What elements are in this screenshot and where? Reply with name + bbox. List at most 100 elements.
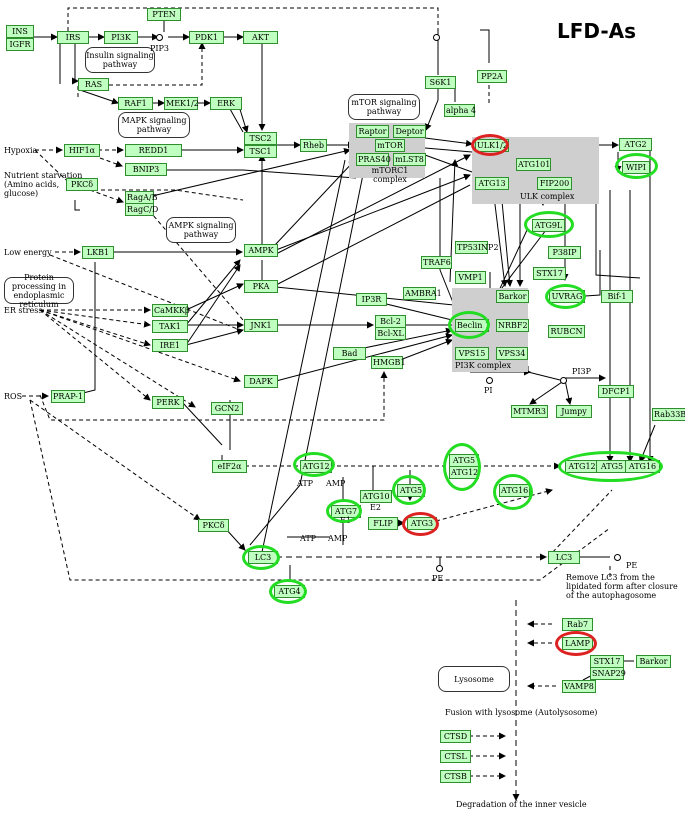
atg9l-green-highlight — [524, 211, 574, 238]
gene-tp53inp2[interactable]: TP53INP2 — [455, 241, 499, 254]
gene-rubcn[interactable]: RUBCN — [548, 325, 585, 338]
gene-ins[interactable]: INS — [6, 25, 34, 38]
pi3p-label: PI3P — [572, 367, 592, 376]
gene-rab7[interactable]: Rab7 — [562, 618, 593, 631]
insulin-pathway-link[interactable]: Insulin signaling pathway — [85, 47, 155, 73]
gene-pkcd-top[interactable]: PKCδ — [66, 178, 98, 191]
lysosome-link[interactable]: Lysosome — [438, 666, 510, 692]
atg4-green-highlight — [269, 579, 307, 604]
gene-fip200[interactable]: FIP200 — [537, 177, 572, 190]
gene-tsc2[interactable]: TSC2 — [244, 132, 277, 145]
gene-dapk[interactable]: DAPK — [244, 375, 278, 388]
pe-label-1: PE — [432, 574, 444, 583]
gene-hmgb1[interactable]: HMGB1 — [371, 356, 406, 369]
pi3k-complex-label: PI3K complex — [455, 361, 511, 370]
gene-barkor[interactable]: Barkor — [496, 290, 529, 303]
gene-deptor[interactable]: Deptor — [393, 125, 426, 138]
pe-compound-2 — [614, 554, 621, 561]
lamp-red-highlight — [555, 631, 597, 656]
gene-alpha4[interactable]: alpha 4 — [444, 104, 477, 117]
beclin1-green-highlight — [448, 311, 490, 339]
gene-mtmr3[interactable]: MTMR3 — [511, 405, 548, 418]
protein-processing-link[interactable]: Protein processing in endoplasmic reticu… — [4, 273, 74, 309]
gene-pras40[interactable]: PRAS40 — [356, 153, 391, 166]
gene-tsc1[interactable]: TSC1 — [244, 145, 277, 158]
gene-ampk[interactable]: AMPK — [244, 244, 278, 257]
gene-ctsl[interactable]: CTSL — [440, 750, 471, 763]
gene-pkcd-bottom[interactable]: PKCδ — [198, 519, 229, 532]
gene-snap29[interactable]: SNAP29 — [590, 667, 626, 680]
gene-nrbf2[interactable]: NRBF2 — [496, 319, 529, 332]
gene-lc3-right[interactable]: LC3 — [548, 551, 580, 564]
gene-s6k1[interactable]: S6K1 — [425, 76, 456, 89]
gene-pdk1[interactable]: PDK1 — [189, 31, 224, 44]
gene-raf1[interactable]: RAF1 — [118, 97, 153, 110]
gene-tak1[interactable]: TAK1 — [152, 320, 188, 333]
atg16-green-highlight — [493, 474, 533, 510]
gene-barkor-bottom[interactable]: Barkor — [636, 655, 671, 668]
gene-erk[interactable]: ERK — [210, 97, 242, 110]
atg12-green-highlight — [293, 452, 335, 477]
gene-atg10[interactable]: ATG10 — [360, 490, 392, 503]
gene-jnk1[interactable]: JNK1 — [244, 319, 278, 332]
gene-akt[interactable]: AKT — [243, 31, 278, 44]
gene-rab33b[interactable]: Rab33B — [652, 408, 685, 421]
gene-ambra1[interactable]: AMBRA1 — [403, 287, 442, 300]
gene-p38ip[interactable]: P38IP — [548, 246, 581, 259]
gene-pp2a[interactable]: PP2A — [477, 70, 507, 83]
gene-jumpy[interactable]: Jumpy — [556, 405, 592, 418]
gene-perk[interactable]: PERK — [152, 396, 184, 409]
junction-compound — [433, 34, 440, 41]
gene-mtor[interactable]: mTOR — [375, 139, 405, 152]
mtor-pathway-link[interactable]: mTOR signaling pathway — [348, 94, 420, 120]
gene-pten[interactable]: PTEN — [147, 8, 181, 21]
gene-rheb[interactable]: Rheb — [300, 139, 327, 152]
gene-ctsd[interactable]: CTSD — [440, 730, 471, 743]
gene-lkb1[interactable]: LKB1 — [82, 246, 114, 259]
gene-ctsb[interactable]: CTSB — [440, 770, 471, 783]
gene-bif1[interactable]: Bif-1 — [601, 290, 633, 303]
gene-pka[interactable]: PKA — [244, 280, 278, 293]
gene-vamp8[interactable]: VAMP8 — [562, 680, 596, 693]
gene-ragcd[interactable]: RagC/D — [125, 203, 159, 216]
gene-vps34[interactable]: VPS34 — [496, 347, 528, 360]
gene-igfr[interactable]: IGFR — [6, 38, 34, 51]
atg12-atg5-atg16-green-highlight — [558, 451, 663, 482]
degradation-label: Degradation of the inner vesicle — [456, 800, 587, 809]
gene-ras[interactable]: RAS — [78, 78, 109, 91]
gene-gcn2[interactable]: GCN2 — [211, 402, 243, 415]
gene-vps15[interactable]: VPS15 — [455, 347, 489, 360]
lc3-green-highlight — [242, 545, 280, 570]
gene-ip3r[interactable]: IP3R — [356, 293, 387, 306]
mapk-pathway-link[interactable]: MAPK signaling pathway — [118, 112, 190, 138]
gene-dfcp1[interactable]: DFCP1 — [598, 385, 634, 398]
gene-atg101[interactable]: ATG101 — [516, 158, 551, 171]
figure-title: LFD-As — [557, 19, 637, 43]
gene-bclxl[interactable]: Bcl-XL — [375, 327, 406, 340]
gene-bad[interactable]: Bad — [333, 347, 366, 360]
ampk-pathway-link[interactable]: AMPK signaling pathway — [166, 217, 236, 243]
gene-mlst8[interactable]: mLST8 — [393, 153, 426, 166]
gene-flip[interactable]: FLIP — [368, 517, 398, 530]
mtorc1-label: mTORC1 complex — [371, 166, 409, 184]
gene-raptor[interactable]: Raptor — [356, 125, 389, 138]
gene-traf6[interactable]: TRAF6 — [421, 256, 452, 269]
gene-eif2a[interactable]: eIF2α — [212, 460, 247, 473]
gene-bnip3[interactable]: BNIP3 — [125, 163, 167, 176]
gene-mek12[interactable]: MEK1/2 — [164, 97, 199, 110]
gene-irs[interactable]: IRS — [57, 31, 89, 44]
gene-atg2[interactable]: ATG2 — [619, 138, 652, 151]
pi-compound — [486, 377, 493, 384]
gene-atg13[interactable]: ATG13 — [475, 177, 509, 190]
fusion-label: Fusion with lysosome (Autolysosome) — [445, 708, 598, 717]
gene-redd1[interactable]: REDD1 — [125, 144, 182, 157]
gene-camkkb[interactable]: CaMKKβ — [152, 304, 190, 317]
gene-pi3k[interactable]: PI3K — [104, 31, 138, 44]
atp-label-2: ATP — [300, 534, 317, 543]
gene-vmp1[interactable]: VMP1 — [455, 271, 486, 284]
gene-hif1a[interactable]: HIF1α — [64, 144, 100, 157]
gene-ire1[interactable]: IRE1 — [152, 339, 188, 352]
gene-prap1[interactable]: PRAP-1 — [51, 390, 85, 403]
gene-stx17-top[interactable]: STX17 — [533, 267, 566, 280]
